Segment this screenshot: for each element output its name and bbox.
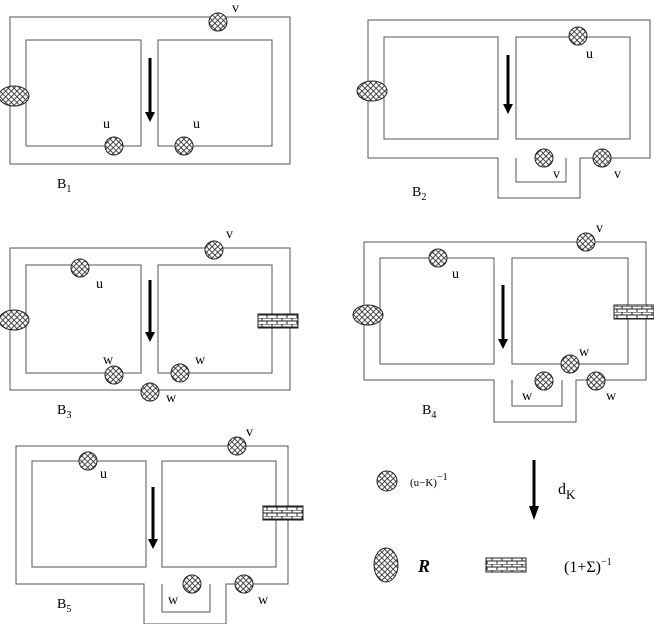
vertex-label-w: w	[258, 593, 269, 608]
diagram-label-b3: B3	[57, 403, 71, 421]
vertex-label-u: u	[103, 117, 110, 132]
vertex-label-w: w	[168, 593, 179, 608]
vertex-label-u: u	[586, 47, 593, 62]
diagram-b5: v u w w B5	[15, 425, 304, 624]
vertex-label-u: u	[100, 467, 107, 482]
legend: (u−K)−1 dK R (1+Σ)−1	[373, 460, 612, 583]
vertex-label-w: w	[579, 345, 590, 360]
vertex-label-w: w	[195, 353, 206, 368]
vertex-label-v: v	[226, 227, 233, 242]
vertex-label-w: w	[606, 389, 617, 404]
vertex-label-w: w	[103, 353, 114, 368]
r-vertex-symbol-icon	[373, 547, 399, 583]
vertex-label-u: u	[452, 267, 459, 282]
diagram-b2: u v v B2	[356, 19, 651, 203]
diagram-label-b1: B1	[57, 177, 71, 195]
propagator-symbol-icon	[376, 470, 398, 492]
vertex-label-w: w	[522, 389, 533, 404]
vertex-label-u: u	[193, 117, 200, 132]
diagram-label-b4: B4	[422, 403, 436, 421]
legend-self-energy: (1+Σ)−1	[564, 557, 612, 576]
vertex-label-v: v	[553, 167, 560, 182]
diagram-label-b2: B2	[412, 185, 426, 203]
derivative-arrow-icon	[529, 460, 539, 520]
legend-derivative: dK	[558, 481, 576, 502]
vertex-label-v: v	[614, 167, 621, 182]
diagram-b3: v u w w w B3	[0, 227, 299, 421]
legend-r: R	[417, 556, 430, 576]
vertex-label-v: v	[596, 221, 603, 236]
vertex-label-w: w	[166, 391, 177, 406]
diagram-b1: v u u B1	[0, 1, 291, 195]
self-energy-symbol-icon	[485, 557, 527, 573]
vertex-label-u: u	[96, 277, 103, 292]
vertex-label-v: v	[246, 425, 253, 440]
diagram-b4: v u w w w B4	[352, 221, 654, 423]
vertex-label-v: v	[232, 1, 239, 16]
legend-propagator: (u−K)−1	[410, 472, 448, 489]
diagram-label-b5: B5	[57, 597, 71, 615]
